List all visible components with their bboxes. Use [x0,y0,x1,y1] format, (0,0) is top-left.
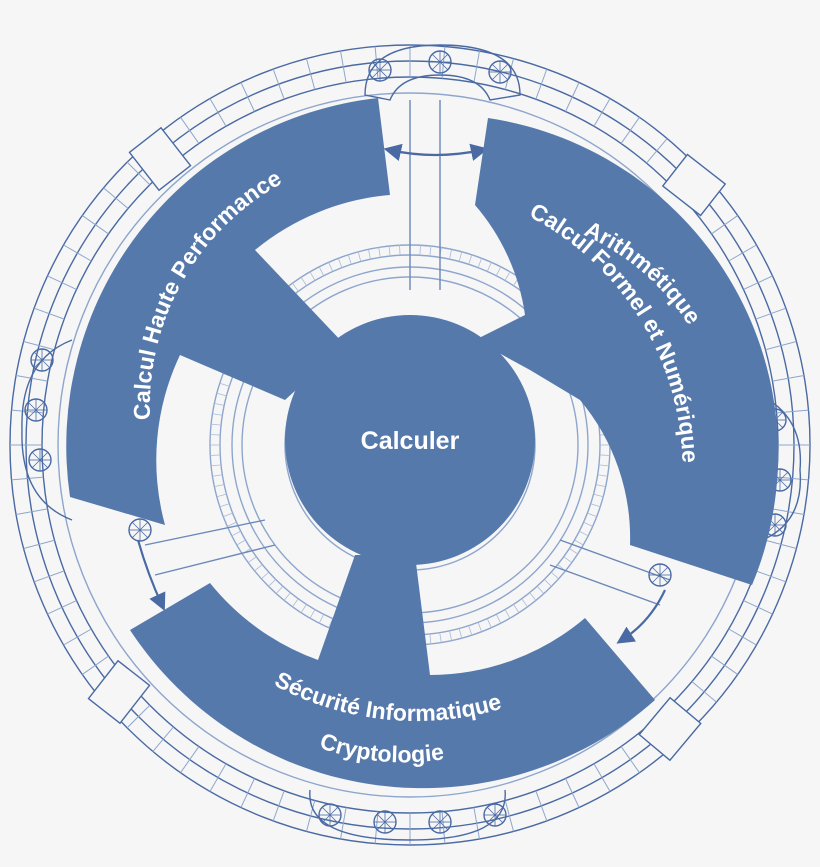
blueprint-gear-icon [24,50,792,834]
double-arrow-icon [383,143,489,161]
sector-secu [130,555,655,789]
center-label: Calculer [361,427,460,455]
center-hub [285,315,535,565]
sector-hpc [66,98,391,525]
sector-arith [475,118,779,585]
sector-group [66,98,779,789]
